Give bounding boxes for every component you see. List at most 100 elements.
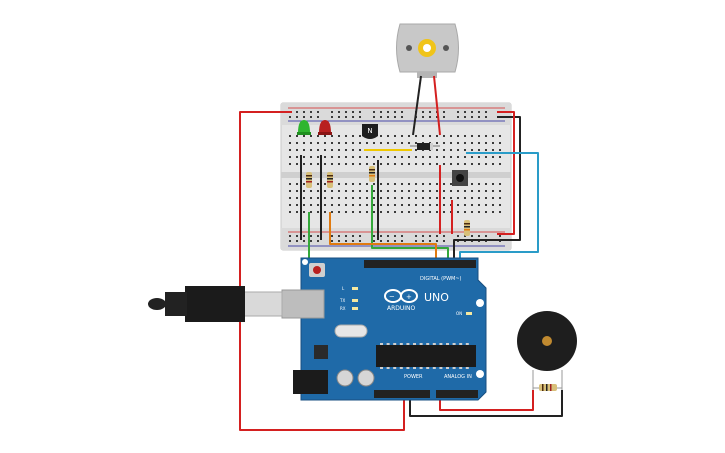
analog-label: ANALOG IN: [444, 374, 472, 380]
breadboard-hole: [352, 183, 354, 185]
breadboard-hole: [359, 149, 361, 151]
chip-pin: [465, 343, 469, 345]
breadboard-hole: [492, 190, 494, 192]
chip-pin: [399, 343, 403, 345]
resistor-button[interactable]: [464, 220, 470, 236]
rail-hole: [443, 111, 445, 113]
breadboard-hole: [429, 163, 431, 165]
rail-hole: [387, 116, 389, 118]
rail-hole: [471, 235, 473, 237]
breadboard-hole: [310, 149, 312, 151]
arduino-uno[interactable]: DIGITAL (PWM~) POWER ANALOG IN − + ARDUI…: [281, 257, 487, 401]
breadboard-hole: [373, 211, 375, 213]
npn-transistor[interactable]: N: [362, 124, 378, 139]
breadboard-hole: [478, 142, 480, 144]
breadboard-hole: [492, 163, 494, 165]
breadboard-hole: [303, 142, 305, 144]
breadboard-hole: [415, 197, 417, 199]
led-green[interactable]: [297, 120, 311, 135]
pushbutton[interactable]: [452, 170, 468, 186]
breadboard-hole: [478, 190, 480, 192]
breadboard-hole: [471, 135, 473, 137]
breadboard[interactable]: [280, 102, 512, 251]
rail-hole: [338, 235, 340, 237]
digital-header[interactable]: [364, 260, 476, 268]
breadboard-hole: [380, 142, 382, 144]
breadboard-hole: [345, 156, 347, 158]
breadboard-hole: [338, 156, 340, 158]
rail-hole: [359, 235, 361, 237]
breadboard-hole: [338, 197, 340, 199]
dc-motor[interactable]: [396, 23, 459, 78]
rail-hole: [429, 116, 431, 118]
breadboard-hole: [352, 197, 354, 199]
breadboard-hole: [415, 183, 417, 185]
breadboard-hole: [422, 163, 424, 165]
breadboard-hole: [401, 211, 403, 213]
breadboard-hole: [401, 135, 403, 137]
breadboard-hole: [408, 183, 410, 185]
svg-text:−: −: [389, 293, 395, 301]
breadboard-hole: [394, 156, 396, 158]
chip-pin: [465, 367, 469, 369]
breadboard-hole: [303, 156, 305, 158]
breadboard-hole: [359, 211, 361, 213]
rail-hole: [380, 116, 382, 118]
breadboard-hole: [429, 135, 431, 137]
chip-pin: [439, 343, 443, 345]
breadboard-hole: [310, 204, 312, 206]
breadboard-hole: [450, 149, 452, 151]
breadboard-hole: [331, 197, 333, 199]
power-header[interactable]: [374, 390, 430, 398]
rail-hole: [464, 111, 466, 113]
breadboard-hole: [443, 183, 445, 185]
breadboard-hole: [331, 204, 333, 206]
resistor-buzzer[interactable]: [533, 384, 562, 391]
breadboard-hole: [436, 149, 438, 151]
breadboard-hole: [387, 142, 389, 144]
arduino-logo-icon: − +: [384, 289, 418, 303]
resistor-led1[interactable]: [306, 172, 312, 188]
breadboard-hole: [331, 156, 333, 158]
rail-hole: [359, 116, 361, 118]
rail-hole: [338, 111, 340, 113]
rail-hole: [352, 111, 354, 113]
breadboard-hole: [408, 142, 410, 144]
breadboard-hole: [429, 211, 431, 213]
breadboard-hole: [373, 156, 375, 158]
breadboard-hole: [401, 204, 403, 206]
breadboard-hole: [408, 156, 410, 158]
breadboard-hole: [471, 190, 473, 192]
usb-cable[interactable]: [148, 286, 283, 322]
breadboard-hole: [499, 142, 501, 144]
resistor-base[interactable]: [369, 166, 375, 182]
breadboard-hole: [289, 135, 291, 137]
piezo-buzzer[interactable]: [517, 311, 577, 390]
breadboard-hole: [471, 183, 473, 185]
breadboard-hole: [366, 197, 368, 199]
breadboard-hole: [352, 156, 354, 158]
breadboard-hole: [457, 142, 459, 144]
breadboard-hole: [387, 183, 389, 185]
resistor-led2[interactable]: [327, 172, 333, 188]
breadboard-hole: [401, 142, 403, 144]
breadboard-hole: [429, 156, 431, 158]
led-red[interactable]: [318, 120, 332, 135]
chip-pin: [399, 367, 403, 369]
breadboard-hole: [492, 135, 494, 137]
rail-hole: [345, 235, 347, 237]
chip-pin: [413, 367, 416, 369]
breadboard-hole: [324, 183, 326, 185]
chip-pin: [432, 367, 436, 369]
rail-hole: [317, 240, 319, 242]
wire-gnd-board: [453, 239, 497, 262]
diode[interactable]: [410, 143, 440, 150]
breadboard-hole: [338, 183, 340, 185]
rail-hole: [289, 116, 291, 118]
rail-hole: [296, 116, 298, 118]
rail-hole: [359, 240, 361, 242]
analog-header[interactable]: [436, 390, 478, 398]
capacitor-1: [336, 369, 354, 387]
breadboard-hole: [464, 211, 466, 213]
